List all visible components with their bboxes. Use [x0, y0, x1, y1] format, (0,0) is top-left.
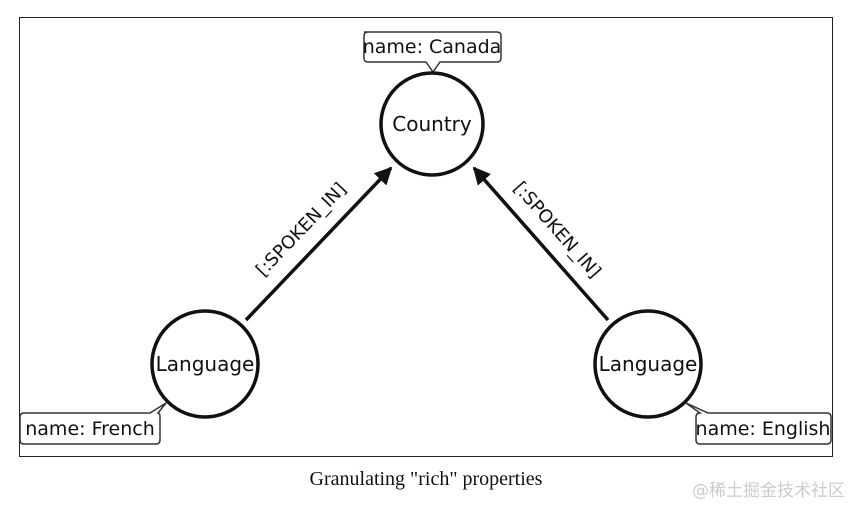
edge-left-line: [244, 166, 393, 322]
figure-caption: Granulating "rich" properties: [309, 468, 543, 490]
node-label-language-french: Language: [156, 352, 255, 376]
node-language-english: Language name: English: [593, 309, 832, 445]
property-callout-french: [19, 402, 167, 445]
node-circle-country: [379, 71, 485, 177]
property-callout-english: [685, 402, 832, 445]
watermark: @稀土掘金技术社区: [692, 481, 845, 501]
edge-right-line: [472, 166, 610, 322]
node-label-language-english: Language: [599, 352, 698, 376]
property-text-country: name: Canada: [363, 36, 502, 58]
node-circle-language-french: [150, 309, 260, 419]
node-country: name: Canada Country: [363, 31, 502, 177]
node-language-french: Language name: French: [19, 309, 260, 445]
node-circle-language-english: [593, 309, 703, 419]
node-label-country: Country: [392, 112, 472, 136]
property-text-french: name: French: [25, 418, 154, 440]
property-text-english: name: English: [696, 418, 831, 440]
